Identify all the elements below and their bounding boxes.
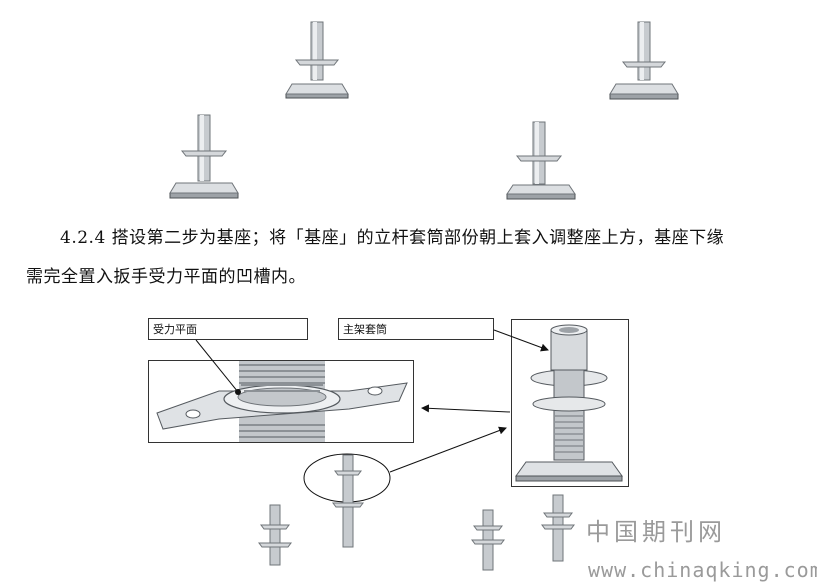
watermark-site-name: 中国期刊网 xyxy=(586,518,726,546)
watermark-url: www.chinaqking.com xyxy=(588,558,817,582)
detail-closeup-frame xyxy=(148,360,414,443)
paragraph-line-1: 4.2.4 搭设第二步为基座；将「基座」的立杆套筒部份朝上套入调整座上方，基座下… xyxy=(60,228,725,248)
threaded-collar-closeup xyxy=(156,361,408,442)
top-jack-figure-4 xyxy=(506,121,576,200)
bottom-jack-3 xyxy=(471,509,505,571)
main-sleeve-label-text: 主架套筒 xyxy=(343,323,387,336)
main-sleeve-label: 主架套筒 xyxy=(338,318,494,340)
top-jack-figure-3 xyxy=(169,114,239,199)
top-jack-figure-1 xyxy=(285,21,349,99)
top-jack-figure-2 xyxy=(609,21,679,100)
bottom-jack-1 xyxy=(258,504,292,566)
force-plane-label: 受力平面 xyxy=(148,318,308,340)
paragraph-line-2: 需完全置入扳手受力平面的凹槽内。 xyxy=(26,267,306,287)
bottom-jack-2 xyxy=(332,454,364,548)
base-with-main-sleeve xyxy=(515,324,623,482)
base-sleeve-detail-frame xyxy=(511,319,629,487)
force-plane-label-text: 受力平面 xyxy=(153,323,197,336)
bottom-jack-4 xyxy=(541,494,575,562)
